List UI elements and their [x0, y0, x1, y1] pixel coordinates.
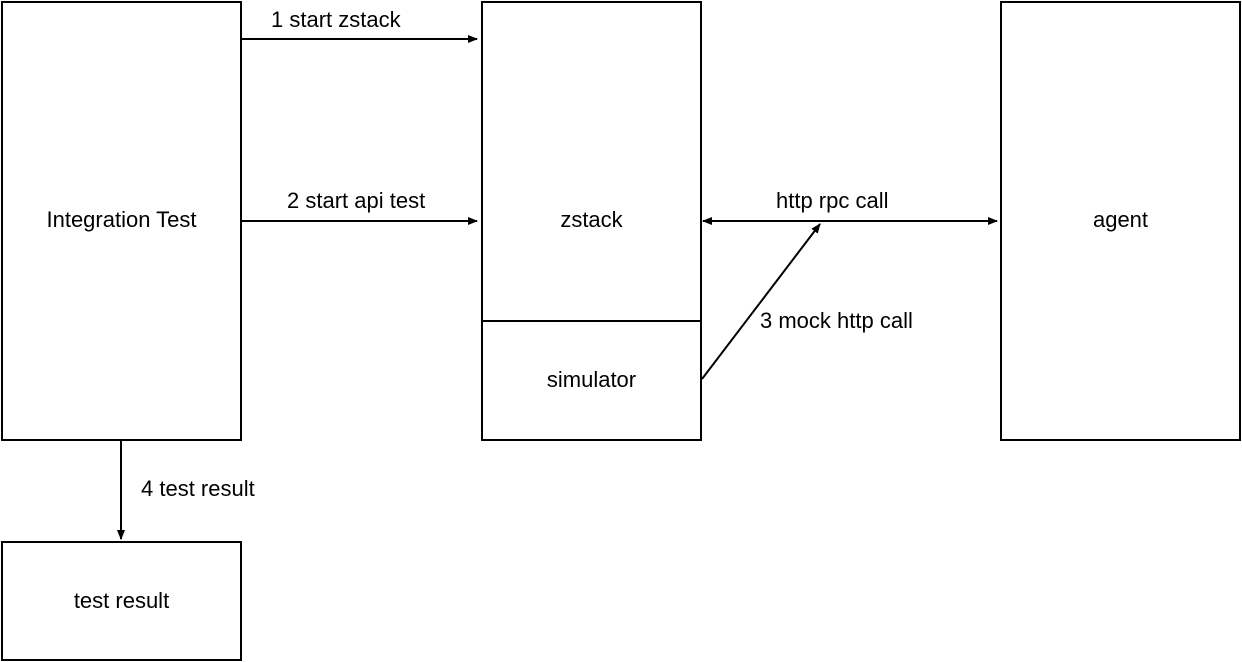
edge-start-api-test-label: 2 start api test: [287, 188, 426, 213]
edge-test-result-label: 4 test result: [141, 476, 255, 501]
node-test-result-label: test result: [73, 588, 170, 613]
edge-mock-http-call-label: 3 mock http call: [760, 308, 913, 333]
node-zstack: zstack: [481, 1, 702, 322]
node-integration-test: Integration Test: [1, 1, 242, 441]
node-simulator-label: simulator: [546, 367, 637, 392]
node-zstack-label: zstack: [560, 207, 623, 232]
node-agent: agent: [1000, 1, 1241, 441]
node-agent-label: agent: [1092, 207, 1149, 232]
node-simulator: simulator: [481, 320, 702, 441]
edge-http-rpc-call-label: http rpc call: [776, 188, 889, 213]
edge-start-zstack-label: 1 start zstack: [271, 7, 401, 32]
edge-mock-http-call-arrow: [701, 223, 821, 380]
node-integration-test-label: Integration Test: [46, 207, 197, 232]
node-test-result: test result: [1, 541, 242, 661]
